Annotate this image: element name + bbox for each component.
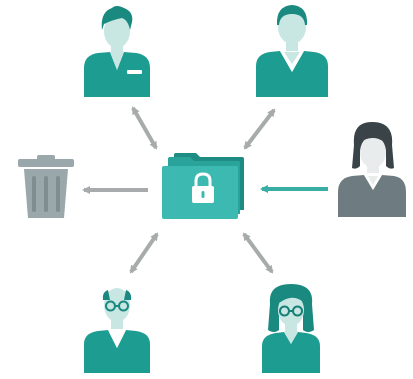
woman-glasses-icon[interactable] (262, 284, 320, 373)
glasses-icon (279, 305, 303, 317)
lock-icon (192, 172, 214, 203)
arrow-folder-bottomright-person (242, 232, 274, 274)
arrow-folder-bottomleft-person (129, 232, 159, 274)
man-employee-icon[interactable] (84, 6, 150, 97)
arrow-folder-topright-person (243, 108, 276, 150)
arrow-folder-topleft-person (131, 106, 158, 150)
woman-owner-icon[interactable] (338, 122, 406, 217)
glasses-icon (105, 300, 129, 312)
old-man-glasses-icon[interactable] (84, 288, 150, 373)
trash-can-icon[interactable] (18, 155, 74, 218)
locked-folder-icon[interactable] (162, 153, 244, 219)
man-suit-icon[interactable] (256, 5, 328, 97)
